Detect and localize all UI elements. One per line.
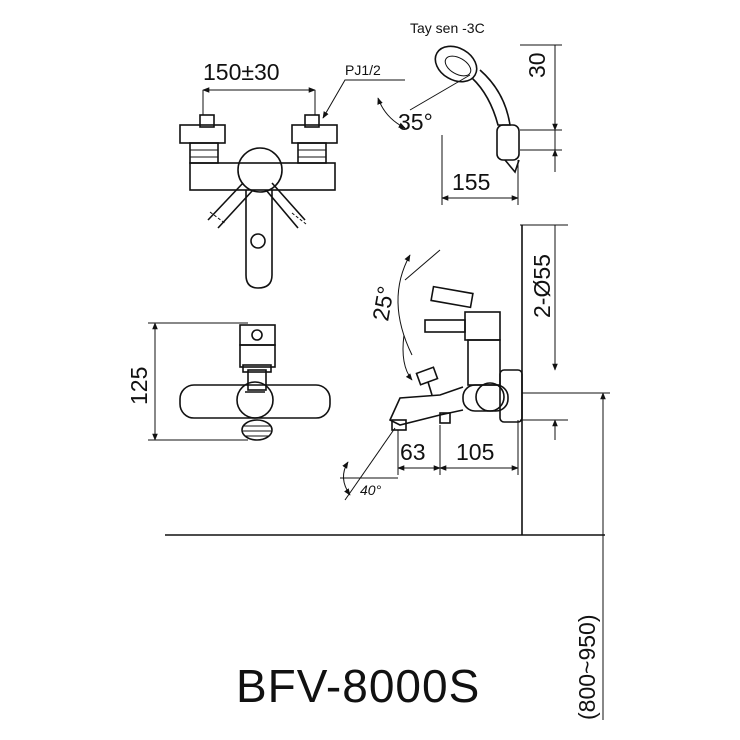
front-view: 125	[126, 322, 331, 441]
thread-label: PJ1/2	[345, 62, 381, 78]
mount-height-label: (800~950)	[574, 615, 600, 721]
model-label: BFV-8000S	[236, 660, 480, 712]
side-view: 25° 2-Ø55 63 105	[340, 224, 610, 501]
dim-155-label: 155	[452, 169, 490, 195]
width-150-label: 150±30	[203, 59, 280, 85]
height-125-label: 125	[126, 367, 152, 405]
shower-head-view: Tay sen -3C 35° 30 155	[377, 20, 562, 205]
dim-30-label: 30	[524, 52, 550, 78]
dim-105-label: 105	[456, 439, 494, 465]
angle-40-label: 40°	[360, 482, 382, 498]
diameter-55-label: 2-Ø55	[529, 254, 555, 318]
dim-63-label: 63	[400, 439, 426, 465]
shower-head-label: Tay sen -3C	[410, 20, 485, 36]
wall-floor: (800~950)	[165, 225, 606, 721]
angle-35-label: 35°	[398, 109, 433, 135]
top-view: 150±30 PJ1/2	[179, 59, 405, 289]
angle-25-label: 25°	[367, 284, 399, 323]
